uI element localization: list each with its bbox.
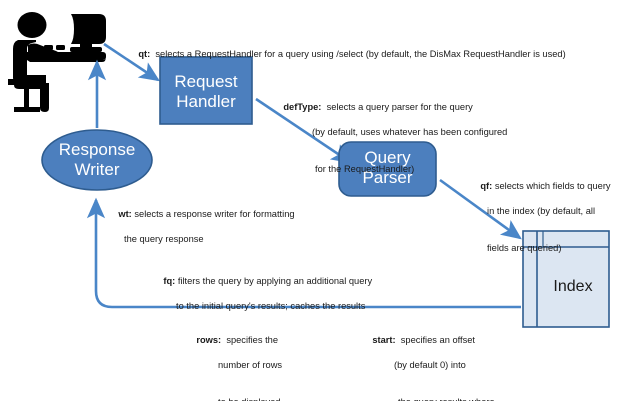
annotation-qf: qf: selects which fields to query in the… <box>470 168 611 279</box>
annotation-qf-line3: fields are queried) <box>487 243 562 254</box>
response-writer-shape[interactable] <box>41 129 153 191</box>
request-handler-shape[interactable] <box>159 56 253 125</box>
annotation-deftype-line3: for the RequestHandler) <box>315 164 415 175</box>
annotation-qf-line1: selects which fields to query <box>494 181 611 192</box>
arrow-query-parser-to-index <box>439 178 522 240</box>
index-label: Index <box>553 278 593 295</box>
annotation-start-line3: the query results where <box>362 396 495 401</box>
arrow-request-handler-to-query-parser <box>255 97 352 164</box>
annotation-deftype-param: defType: <box>283 102 322 113</box>
annotation-rows-line3: to be displayed <box>186 396 282 401</box>
query-parser-shape[interactable] <box>338 141 437 197</box>
annotation-deftype-line2: (by default, uses whatever has been conf… <box>312 127 508 138</box>
annotation-qt-param: qt: <box>138 49 151 60</box>
annotation-rows-param: rows: <box>196 335 222 346</box>
annotation-wt-param: wt: <box>118 209 132 220</box>
annotation-start-param: start: <box>372 335 396 346</box>
arrow-user-to-request-handler <box>103 42 160 82</box>
annotation-fq: fq: filters the query by applying an add… <box>153 263 372 337</box>
annotation-wt-line1: selects a response writer for formatting <box>134 209 295 220</box>
annotation-fq-line2: to the initial query's results; caches t… <box>176 301 366 312</box>
annotation-start-line2: (by default 0) into <box>394 360 466 371</box>
annotation-rows: rows: specifies the number of rows to be… <box>186 322 282 401</box>
annotation-rows-line1: specifies the <box>226 335 278 346</box>
arrow-index-to-response-writer <box>86 197 521 309</box>
user-at-computer-icon <box>8 12 106 112</box>
annotation-qt: qt: selects a RequestHandler for a query… <box>128 36 566 73</box>
annotation-fq-line1: filters the query by applying an additio… <box>177 276 373 287</box>
annotation-qf-param: qf: <box>480 181 493 192</box>
annotation-deftype-line1: selects a query parser for the query <box>326 102 473 113</box>
annotation-qf-line2: in the index (by default, all <box>487 206 596 217</box>
annotation-fq-param: fq: <box>163 276 176 287</box>
annotation-start: start: specifies an offset (by default 0… <box>362 322 495 401</box>
annotation-deftype: defType: selects a query parser for the … <box>273 89 507 200</box>
annotation-rows-line2: number of rows <box>218 360 283 371</box>
annotation-wt: wt: selects a response writer for format… <box>108 196 295 270</box>
annotation-start-line1: specifies an offset <box>400 335 476 346</box>
index-shape[interactable] <box>522 230 610 328</box>
annotation-wt-line2: the query response <box>124 234 204 245</box>
annotation-qt-line1: selects a RequestHandler for a query usi… <box>155 49 566 60</box>
